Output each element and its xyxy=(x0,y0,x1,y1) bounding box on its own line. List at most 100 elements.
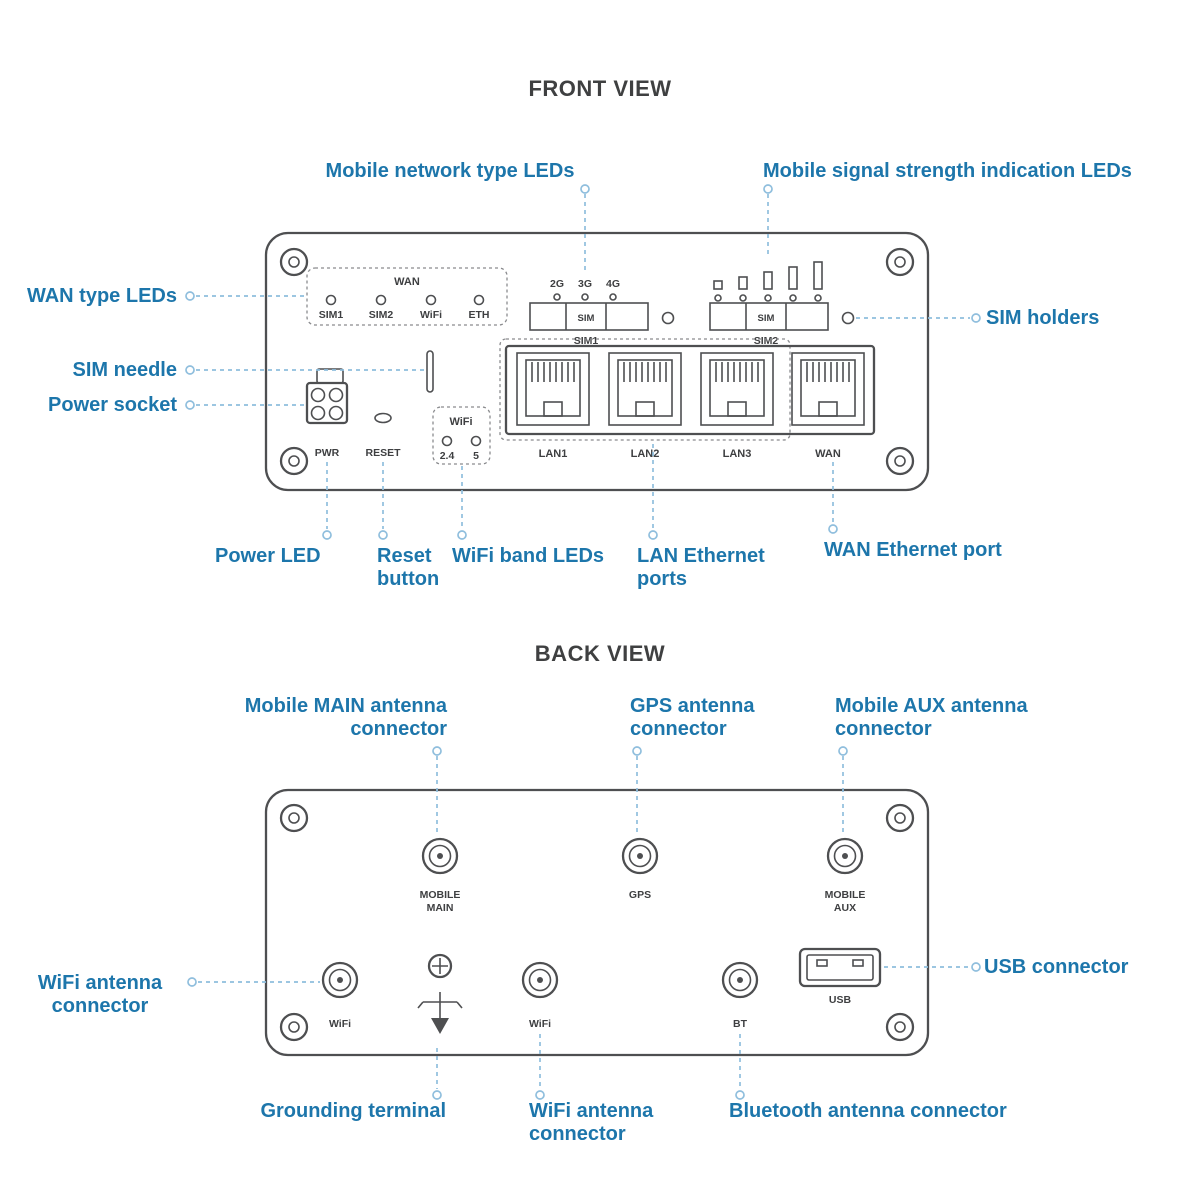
back-panel-outline xyxy=(264,788,930,1057)
port-outer xyxy=(700,352,774,426)
signal-led-icon xyxy=(764,294,772,302)
wifi-5-label: 5 xyxy=(473,450,479,462)
port-opening xyxy=(709,359,765,417)
screw-icon xyxy=(279,247,309,277)
usb-port-outer xyxy=(798,947,882,988)
callout-mobile-network-type-leds: Mobile network type LEDs xyxy=(325,160,575,182)
leader-dot xyxy=(735,1090,745,1100)
screw-icon xyxy=(894,1021,906,1033)
4g-led-icon xyxy=(609,293,617,301)
leader-dot xyxy=(648,530,658,540)
sim2-tray-label: SIM xyxy=(758,313,775,324)
sim1-tray-dividers xyxy=(565,303,607,330)
callout-wifi-antenna-left: WiFi antenna connector xyxy=(37,972,163,1018)
usb-label: USB xyxy=(829,994,852,1006)
callout-lan-ethernet-ports: LAN Ethernet ports xyxy=(637,545,765,591)
antenna-connector-icon xyxy=(721,961,759,999)
gps-connector: GPS xyxy=(621,837,659,901)
leader-dot xyxy=(378,530,388,540)
leader-dot xyxy=(457,530,467,540)
port-housing xyxy=(504,344,876,436)
leader-dot xyxy=(971,313,981,323)
usb-port-inner xyxy=(806,954,874,981)
grounding-screw-cross-icon xyxy=(432,958,448,974)
screw-icon xyxy=(288,256,300,268)
leader-dot xyxy=(535,1090,545,1100)
usb-contact-icon xyxy=(852,959,864,967)
wifi-group-label: WiFi xyxy=(449,416,472,428)
leader-dot xyxy=(185,400,195,410)
gps-label: GPS xyxy=(629,889,651,901)
ethernet-port-lan1 xyxy=(516,352,590,426)
screw-icon xyxy=(288,1021,300,1033)
screw-icon xyxy=(279,1012,309,1042)
wan-group-label: WAN xyxy=(394,276,420,288)
ground-symbol-arrow-icon xyxy=(431,1018,449,1034)
antenna-connector-icon xyxy=(321,961,359,999)
screw-icon xyxy=(279,803,309,833)
power-socket-body xyxy=(305,381,349,425)
eth-led-label: ETH xyxy=(469,309,490,321)
usb-connector-part: USB xyxy=(798,947,882,1006)
callout-mobile-signal-strength-leds: Mobile signal strength indication LEDs xyxy=(763,160,1132,182)
signal-bar-icon xyxy=(788,266,798,290)
wifi-5-led-icon xyxy=(470,435,482,447)
mobile-aux-connector: MOBILE AUX xyxy=(825,837,866,914)
antenna-connector-icon xyxy=(826,837,864,875)
antenna-connector-icon xyxy=(628,844,652,868)
grounding-terminal-part xyxy=(417,953,463,1034)
back-view-title: BACK VIEW xyxy=(534,641,666,666)
screw-icon xyxy=(885,247,915,277)
screw-icon xyxy=(885,803,915,833)
reset-label: RESET xyxy=(365,447,401,459)
callout-power-socket: Power socket xyxy=(48,394,177,416)
sim1-tray-label: SIM xyxy=(578,313,595,324)
antenna-connector-icon xyxy=(328,968,352,992)
ground-symbol-bar xyxy=(417,1001,463,1009)
antenna-pin-icon xyxy=(337,977,343,983)
antenna-pin-icon xyxy=(437,853,443,859)
sim-holder-2: SIM SIM2 xyxy=(709,302,855,347)
callout-usb-connector: USB connector xyxy=(984,956,1129,978)
antenna-connector-icon xyxy=(421,837,459,875)
sim1-led-label: SIM1 xyxy=(319,309,344,321)
pwr-label: PWR xyxy=(315,447,340,459)
leader-dot xyxy=(838,746,848,756)
wifi-connector-mid: WiFi xyxy=(521,961,559,1030)
eth-type-led-icon xyxy=(473,294,485,306)
screw-icon xyxy=(279,446,309,476)
sim2-eject-hole-icon xyxy=(841,311,855,325)
sim2-type-led-icon xyxy=(375,294,387,306)
sim2-led-label: SIM2 xyxy=(369,309,394,321)
front-device: WAN SIM1 SIM2 WiFi ETH 2G 3G 4G xyxy=(264,231,930,492)
sim-needle-part xyxy=(426,350,434,393)
sim1-type-led-icon xyxy=(325,294,337,306)
mobile-main-label-2: MAIN xyxy=(427,902,454,914)
mobile-main-label-1: MOBILE xyxy=(420,889,461,901)
antenna-connector-icon xyxy=(528,968,552,992)
callout-reset-button: Reset button xyxy=(377,545,440,591)
signal-led-icon xyxy=(789,294,797,302)
sim2-name-label: SIM2 xyxy=(754,335,779,347)
sim1-eject-hole-icon xyxy=(661,311,675,325)
callout-sim-holders: SIM holders xyxy=(986,307,1100,329)
port-outer xyxy=(608,352,682,426)
ethernet-port-lan2 xyxy=(608,352,682,426)
port-pins-icon xyxy=(806,362,850,382)
callout-wan-ethernet-port: WAN Ethernet port xyxy=(824,539,1002,561)
sim2-tray xyxy=(709,302,829,331)
wifi-left-label: WiFi xyxy=(329,1018,351,1030)
port-pins-icon xyxy=(715,362,759,382)
leader-dot xyxy=(971,962,981,972)
screw-icon xyxy=(885,1012,915,1042)
leader-dot xyxy=(828,524,838,534)
callout-power-led: Power LED xyxy=(215,545,321,567)
lan2-port-label: LAN2 xyxy=(631,448,660,460)
callout-wifi-band-leds: WiFi band LEDs xyxy=(452,545,605,567)
mobile-aux-label-1: MOBILE xyxy=(825,889,866,901)
front-view-title: FRONT VIEW xyxy=(528,76,672,101)
callout-gps-antenna: GPS antenna connector xyxy=(630,695,755,741)
sim1-name-label: SIM1 xyxy=(574,335,599,347)
